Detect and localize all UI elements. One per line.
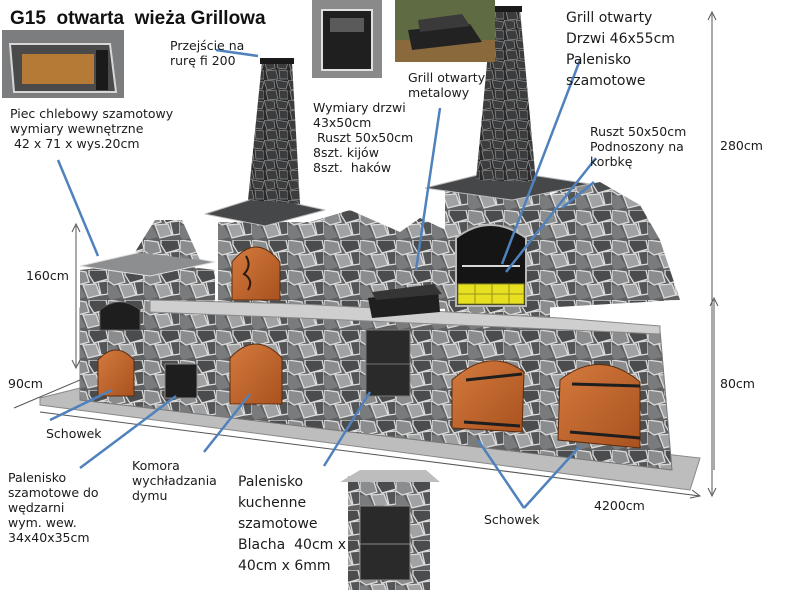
label-metal-grill: Grill otwarty metalowy xyxy=(408,70,486,100)
left-chimney-cap xyxy=(260,58,294,64)
label-depth-90: 90cm xyxy=(8,376,43,391)
label-height-80: 80cm xyxy=(720,376,755,391)
kitchen-furnace-doors xyxy=(365,329,411,397)
page-title: G15 otwarta wieża Grillowa xyxy=(10,8,266,29)
label-kitchen-furnace: Palenisko kuchenne szamotowe Blacha 40cm… xyxy=(238,474,347,574)
right-chimney-cap xyxy=(490,6,522,12)
label-storage-left: Schowek xyxy=(46,426,102,441)
door-hinge-icon xyxy=(463,372,641,440)
storage-door-1 xyxy=(451,360,525,433)
label-smoke-chamber: Komora wychładzania dymu xyxy=(132,458,217,503)
left-chimney xyxy=(248,62,300,204)
label-smokehouse-firebox: Palenisko szamotowe do wędzarni wym. wew… xyxy=(8,470,99,545)
tower-door-photo xyxy=(312,0,382,78)
label-length-4200: 4200cm xyxy=(594,498,645,513)
metal-grill-photo xyxy=(395,0,495,62)
counter-top xyxy=(149,299,661,335)
bread-oven-door xyxy=(99,301,141,331)
bread-oven-hood xyxy=(135,220,200,260)
label-height-160: 160cm xyxy=(26,268,69,283)
smokehouse-firebox-door xyxy=(97,349,135,397)
metal-grill-lid xyxy=(372,284,442,300)
label-chimney-transition: Przejście na rurę fi 200 xyxy=(170,38,245,68)
lizard-ornament-icon xyxy=(242,255,252,291)
label-grate: Ruszt 50x50cm Podnoszony na korbkę xyxy=(590,124,687,169)
label-arrows xyxy=(49,48,597,509)
firebrick-joints xyxy=(458,284,524,304)
kitchen-furnace-photo xyxy=(340,470,440,590)
label-open-grill: Grill otwarty Drzwi 46x55cm Palenisko sz… xyxy=(566,10,675,89)
dimension-lines xyxy=(13,10,719,499)
label-bread-oven: Piec chlebowy szamotowy wymiary wewnętrz… xyxy=(10,106,174,151)
lower-tower-door xyxy=(229,343,283,405)
bread-oven-photo xyxy=(2,30,124,98)
label-storage-right: Schowek xyxy=(484,512,540,527)
label-door-dimensions: Wymiary drzwi 43x50cm Ruszt 50x50cm 8szt… xyxy=(313,100,414,175)
smoke-chamber-door xyxy=(164,363,198,399)
left-tower-door xyxy=(231,246,281,301)
label-height-280: 280cm xyxy=(720,138,763,153)
